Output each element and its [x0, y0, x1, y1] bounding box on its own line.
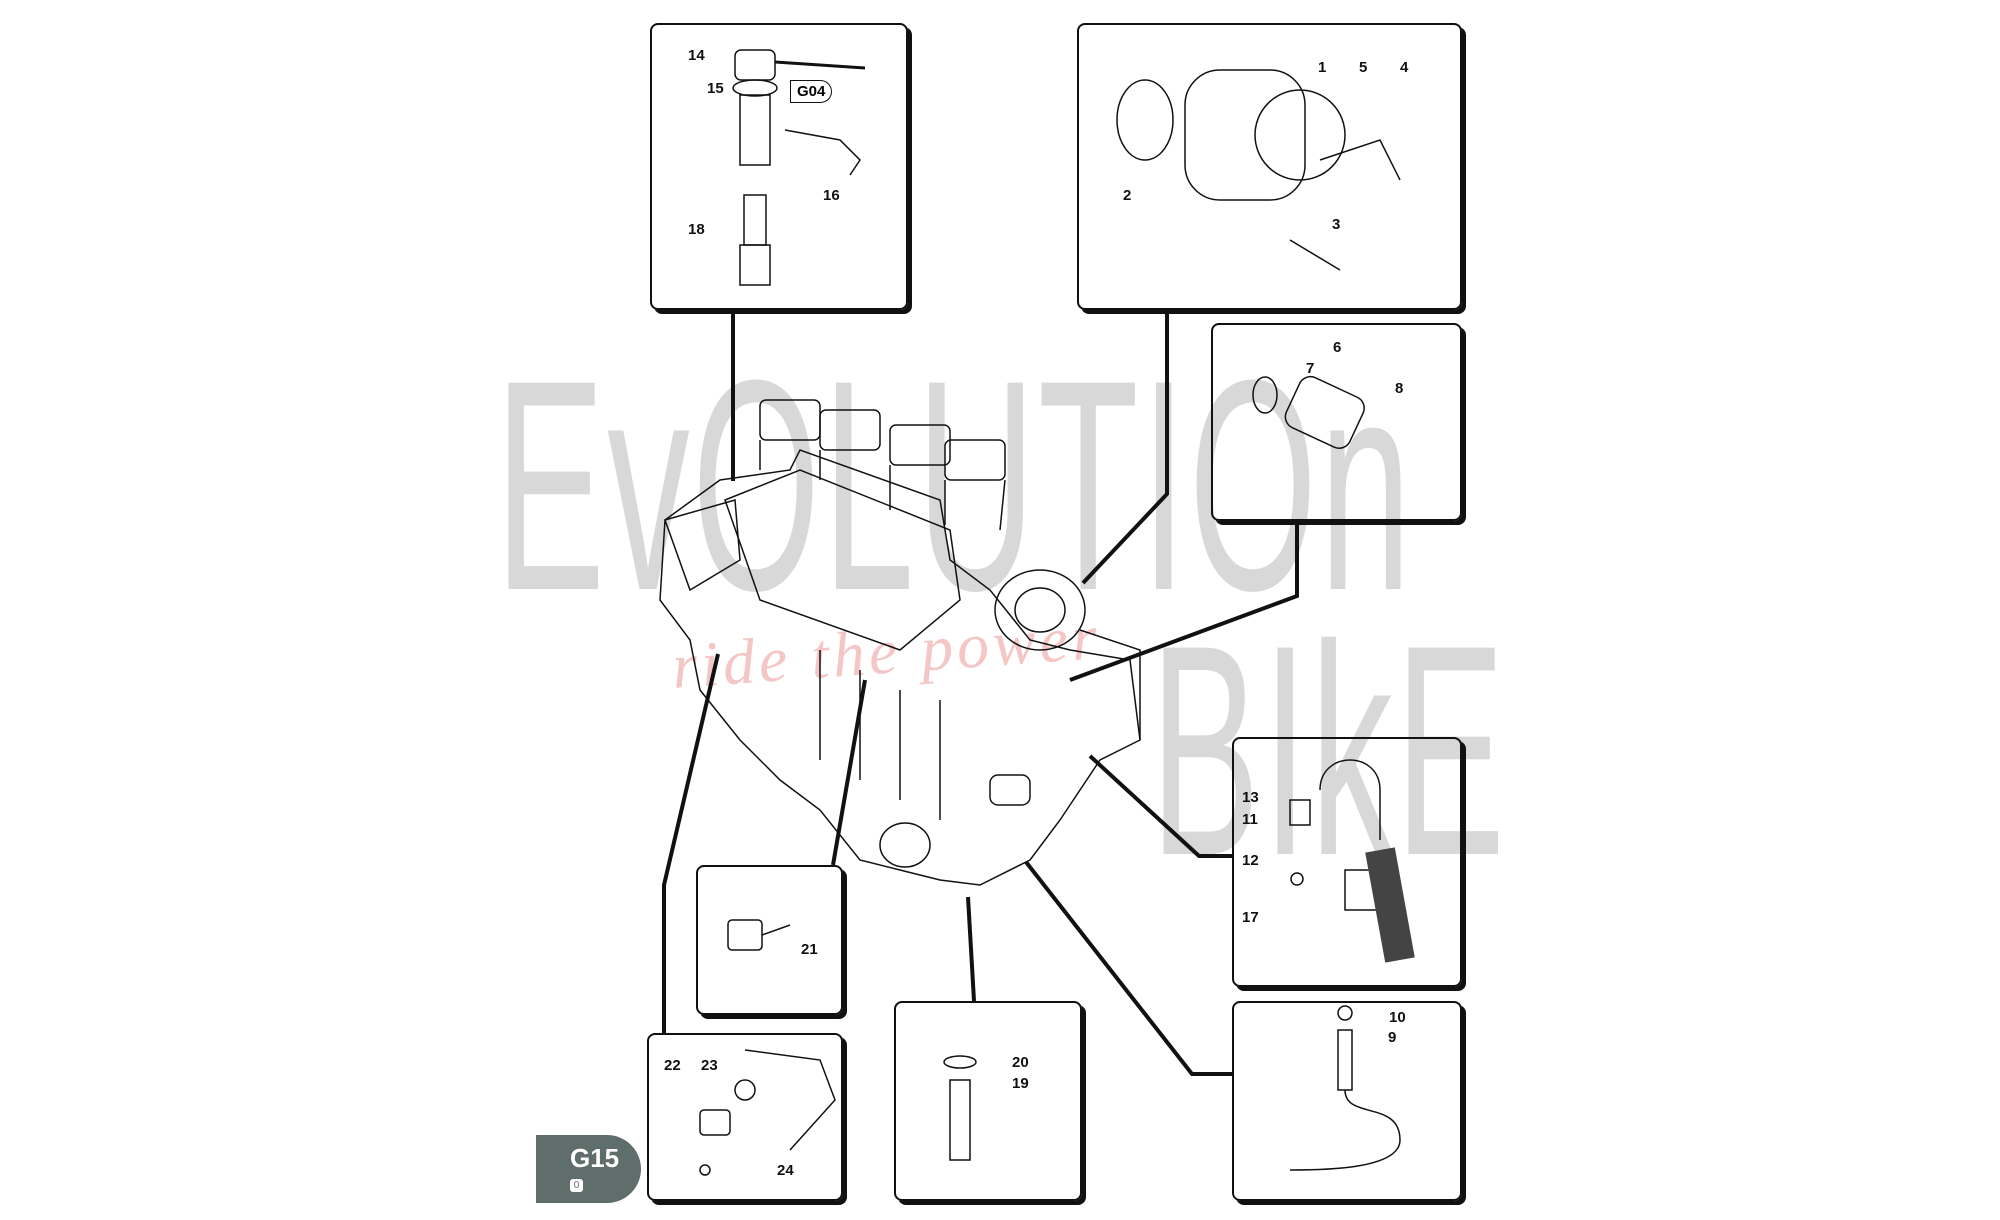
lambda-sensor-box: [1232, 1001, 1462, 1201]
callout-12: 12: [1242, 852, 1259, 869]
callout-3: 3: [1332, 216, 1341, 233]
callout-10: 10: [1389, 1009, 1406, 1026]
ignition-coil-box: [650, 23, 908, 310]
callout-19: 19: [1012, 1075, 1029, 1092]
watermark-line1: EvOLUTIOn: [495, 317, 1414, 653]
callout-14: 14: [688, 47, 705, 64]
watermark-line2: BIkE: [1150, 582, 1508, 918]
callout-11: 11: [1242, 811, 1258, 828]
diagram-code-badge: G15 0: [536, 1135, 641, 1203]
pickup-sensor-box: [1232, 737, 1462, 987]
callout-22: 22: [664, 1057, 681, 1074]
callout-16: 16: [823, 187, 840, 204]
callout-7: 7: [1306, 360, 1315, 377]
part-sketches: [699, 49, 1415, 1176]
cam-sensor-box: [647, 1033, 843, 1201]
reference-g04[interactable]: G04: [790, 80, 833, 103]
callout-17: 17: [1242, 909, 1259, 926]
callout-5: 5: [1359, 59, 1368, 76]
alternator-box: [1077, 23, 1462, 310]
callout-24: 24: [777, 1162, 794, 1179]
callout-20: 20: [1012, 1054, 1029, 1071]
revision-indicator: 0: [570, 1179, 583, 1192]
callout-2: 2: [1123, 187, 1132, 204]
callout-13: 13: [1242, 789, 1259, 806]
callout-23: 23: [701, 1057, 718, 1074]
callout-9: 9: [1388, 1029, 1397, 1046]
callout-15: 15: [707, 80, 724, 97]
callout-18: 18: [688, 221, 705, 238]
callout-4: 4: [1400, 59, 1409, 76]
engine-block: [659, 399, 1141, 886]
callout-8: 8: [1395, 380, 1404, 397]
callout-21: 21: [801, 941, 818, 958]
diagram-code: G15: [570, 1143, 620, 1173]
starter-motor-box: [1211, 323, 1462, 521]
oil-pressure-switch-box: [894, 1001, 1082, 1201]
temperature-sensor-box: [696, 865, 843, 1015]
callout-6: 6: [1333, 339, 1342, 356]
callout-1: 1: [1318, 59, 1327, 76]
